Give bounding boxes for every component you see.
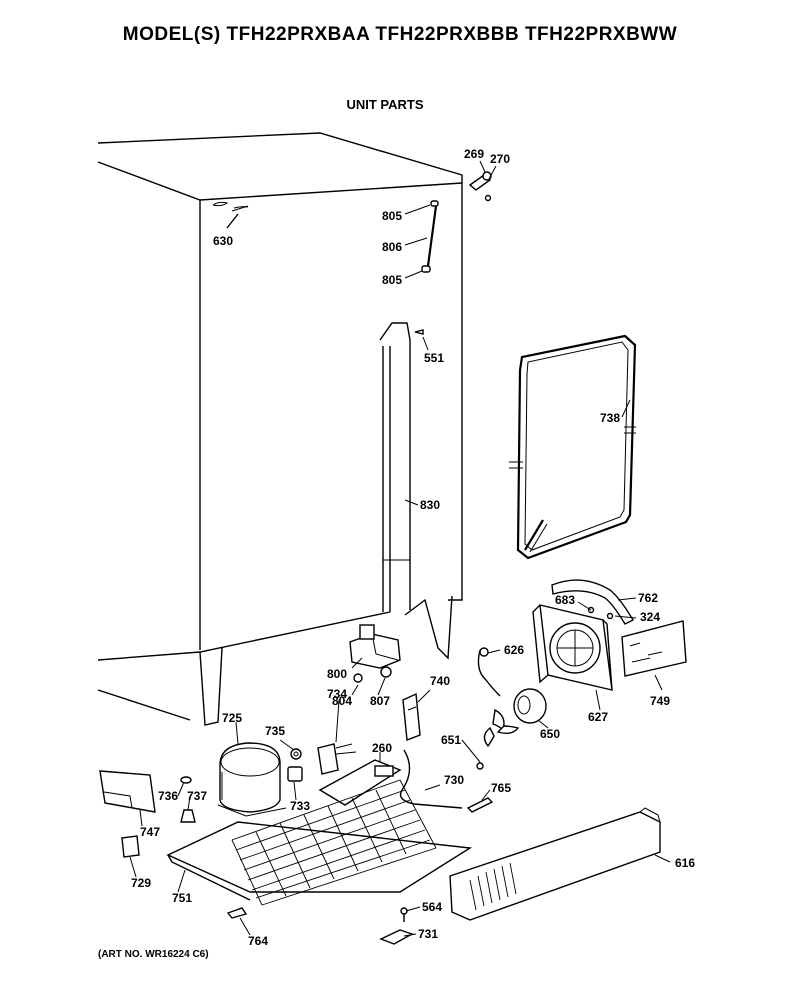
callout-735: 735 [265,724,285,738]
callout-765: 765 [491,781,511,795]
callout-551: 551 [424,351,444,365]
callout-733: 733 [290,799,310,813]
callout-805-top: 805 [382,209,402,223]
callout-651: 651 [441,733,461,747]
callout-626: 626 [504,643,524,657]
callout-749: 749 [650,694,670,708]
plug-630 [226,213,239,229]
callout-627: 627 [588,710,608,724]
callout-738: 738 [600,411,620,425]
callout-764: 764 [248,934,268,948]
callout-650: 650 [540,727,560,741]
fan-blade-651 [476,708,520,770]
callout-564: 564 [422,900,442,914]
callout-807: 807 [370,694,390,708]
callout-736: 736 [158,789,178,803]
leader-lines [129,160,671,937]
callout-730: 730 [444,773,464,787]
callout-729: 729 [131,876,151,890]
fan-bracket-762 [551,579,634,625]
callout-270: 270 [490,152,510,166]
callout-740: 740 [430,674,450,688]
grommet-735 [290,748,302,760]
clip-731 [379,929,414,945]
callout-630: 630 [213,234,233,248]
callout-734: 734 [327,687,347,701]
callout-731: 731 [418,927,438,941]
callout-269: 269 [464,147,484,161]
section-title: UNIT PARTS [346,97,424,112]
clip-765 [466,797,494,813]
callout-725: 725 [222,711,242,725]
fan-motor-650 [513,688,547,724]
fastener-269-270 [468,171,492,202]
art-number: (ART NO. WR16224 C6) [98,949,209,960]
bracket-734 [317,743,357,775]
callout-324: 324 [640,610,660,624]
callout-751: 751 [172,891,192,905]
cover-747 [99,770,156,813]
mounting-parts-736-737 [180,776,196,823]
callout-806: 806 [382,240,402,254]
base-plate-751 [166,821,473,901]
overload-protector-740 [402,692,421,741]
page-title: MODEL(S) TFH22PRXBAA TFH22PRXBBB TFH22PR… [122,24,678,45]
refrigerator-cabinet [97,132,463,726]
grille-616 [449,807,661,921]
callout-260: 260 [372,741,392,755]
capacitor-729 [121,835,140,858]
drain-tube-assembly [421,200,439,273]
tube-730 [399,749,463,809]
callout-800: 800 [327,667,347,681]
callout-804: 804 [332,694,352,708]
fan-shroud-627 [532,604,613,691]
control-board-749 [621,620,687,677]
callout-683: 683 [555,593,575,607]
water-valve-800 [349,624,401,683]
callout-616: 616 [675,856,695,870]
compressor-725 [217,742,287,817]
callout-747: 747 [140,825,160,839]
thermistor-626 [477,647,501,697]
callout-762: 762 [638,591,658,605]
callout-737: 737 [187,789,207,803]
callout-830: 830 [420,498,440,512]
callout-labels: 269 270 805 806 805 630 551 738 830 762 … [131,147,695,948]
relay-733 [287,766,303,782]
callout-805-bottom: 805 [382,273,402,287]
drain-pan-260 [318,759,402,806]
gasket-frame-738 [509,334,637,560]
condenser-coil [231,779,437,906]
clip-764 [226,907,248,919]
screw-564 [400,907,408,922]
evaporator-duct-830 [379,322,424,612]
